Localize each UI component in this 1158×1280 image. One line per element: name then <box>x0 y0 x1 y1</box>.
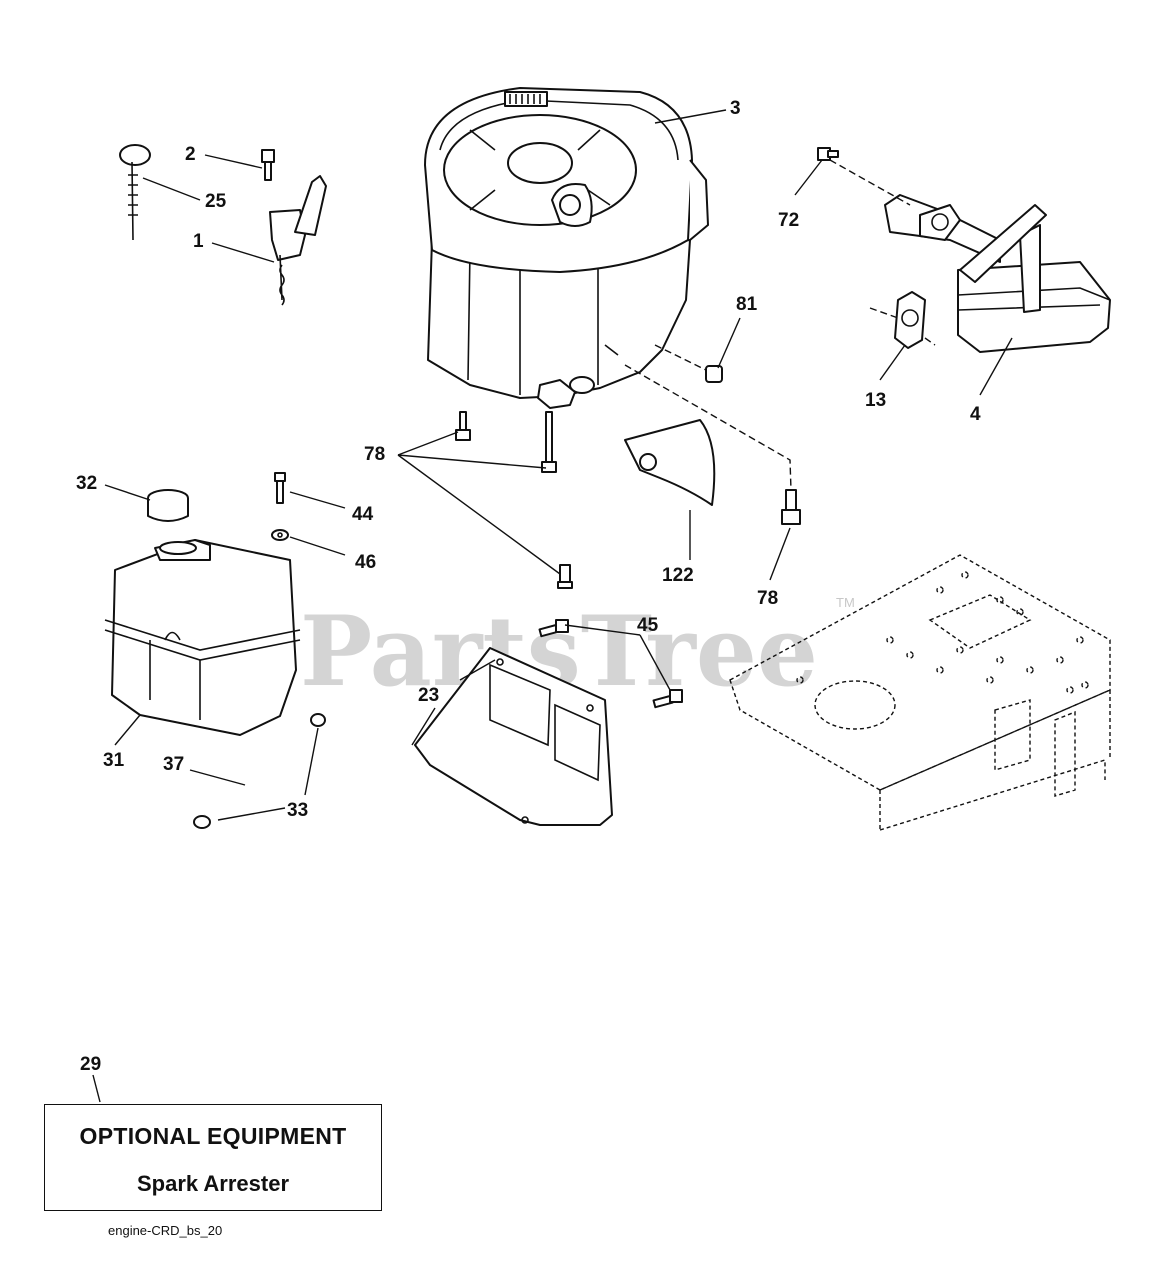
tank-screw <box>274 472 286 504</box>
callout-23: 23 <box>418 685 439 706</box>
engine-bolt-a <box>455 411 471 441</box>
leader-lines <box>92 109 1013 1103</box>
diagram-identifier: engine-CRD_bs_20 <box>108 1223 223 1238</box>
hose-clamp-a <box>193 815 211 829</box>
choke-knob <box>119 144 151 241</box>
callout-29: 29 <box>80 1054 101 1075</box>
callout-33: 33 <box>287 800 308 821</box>
engine-bolt-d <box>781 489 801 525</box>
muffler <box>884 194 1111 353</box>
callout-3: 3 <box>730 98 741 119</box>
throttle-screw <box>261 149 275 181</box>
callout-44: 44 <box>352 504 374 525</box>
callout-31: 31 <box>103 750 125 771</box>
muffler-bolt <box>817 147 839 161</box>
watermark-trademark: TM <box>836 595 855 610</box>
callout-78-b: 78 <box>757 588 778 609</box>
tank-washer <box>271 529 289 541</box>
bolt-d-path <box>624 364 792 491</box>
deflector <box>624 419 716 506</box>
throttle-control <box>269 175 327 306</box>
engine-plate <box>414 647 613 826</box>
callout-72: 72 <box>778 210 799 231</box>
bolt-72-path <box>829 159 911 206</box>
callout-122: 122 <box>662 565 694 586</box>
callout-46: 46 <box>355 552 376 573</box>
plate-screw-b <box>652 689 683 709</box>
optional-equipment-heading: OPTIONAL EQUIPMENT <box>79 1123 347 1149</box>
fuel-line <box>204 723 319 817</box>
plate-screw-a <box>538 619 569 638</box>
callout-37: 37 <box>163 754 184 775</box>
callout-2: 2 <box>185 144 196 165</box>
optional-equipment-box: OPTIONAL EQUIPMENT Spark Arrester <box>44 1104 382 1211</box>
engine-bolt-c <box>557 564 573 589</box>
callout-32: 32 <box>76 473 97 494</box>
callout-13: 13 <box>865 390 886 411</box>
callout-1: 1 <box>193 231 204 252</box>
engine <box>424 87 709 409</box>
spark-arrester-label: Spark Arrester <box>136 1171 290 1196</box>
engine-bolt-b <box>541 411 557 473</box>
hose-clamp-b <box>310 713 326 727</box>
callout-78-a: 78 <box>364 444 385 465</box>
fuel-tank <box>104 539 301 736</box>
callout-81: 81 <box>736 294 758 315</box>
muffler-gasket <box>894 291 926 349</box>
callout-4: 4 <box>970 404 981 425</box>
callout-45: 45 <box>637 615 659 636</box>
nut <box>705 365 723 383</box>
tractor-frame <box>729 554 1111 831</box>
callout-25: 25 <box>205 191 227 212</box>
gasket-path <box>869 307 936 346</box>
fuel-cap <box>147 489 189 522</box>
nut-path <box>654 344 707 371</box>
